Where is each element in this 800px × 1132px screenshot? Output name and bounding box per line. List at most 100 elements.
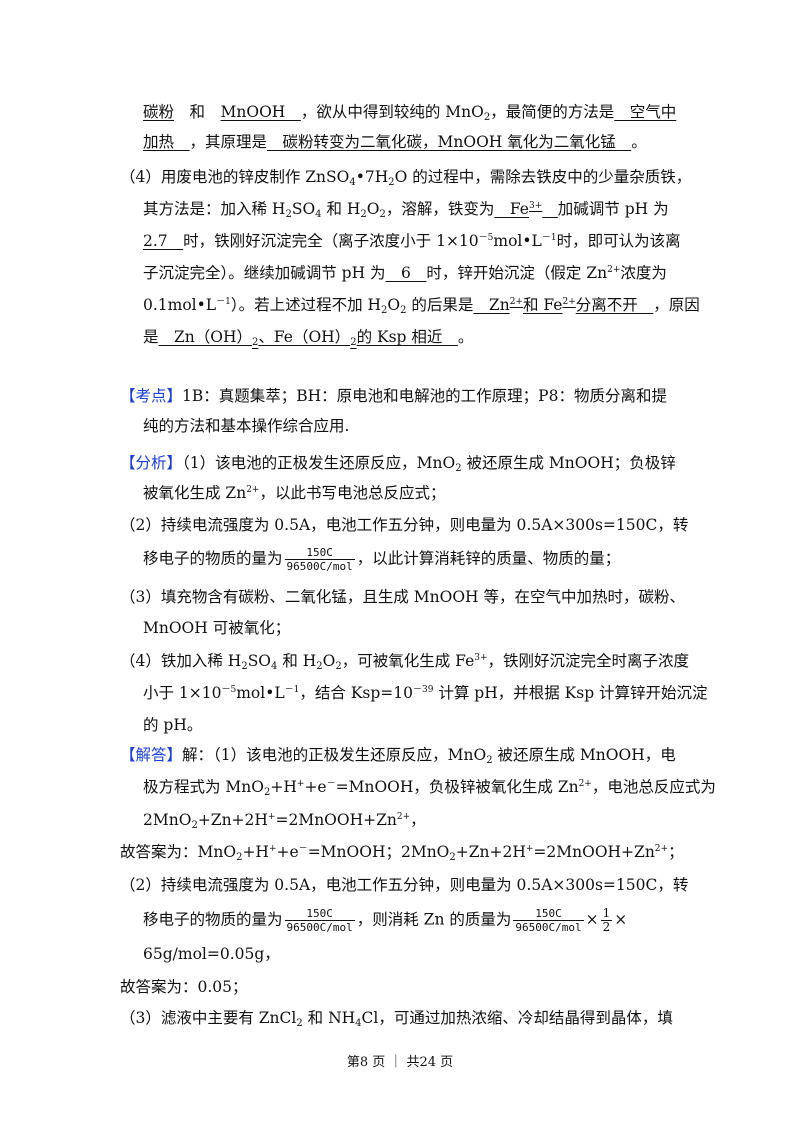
text-segment: Cl，可通过加热浓缩、冷却结晶得到晶体，填 bbox=[361, 1009, 673, 1027]
answer-blank: 2+ bbox=[509, 297, 523, 307]
text-line: MnOOH 可被氧化； bbox=[143, 617, 290, 639]
text-segment: 和 NH bbox=[302, 1009, 356, 1027]
text-segment: 计算 pH，并根据 Ksp 计算锌开始沉淀 bbox=[433, 684, 708, 702]
text-segment: 其方法是：加入稀 H bbox=[143, 200, 286, 218]
answer-blank: Zn bbox=[473, 296, 510, 314]
text-segment: （2）持续电流强度为 0.5A，电池工作五分钟，则电量为 0.5A×300s=1… bbox=[120, 516, 689, 534]
text-segment: （4）铁加入稀 H bbox=[120, 652, 242, 670]
text-segment: 解：（1）该电池的正极发生还原反应，MnO bbox=[182, 746, 487, 764]
text-segment: 2 bbox=[381, 305, 388, 316]
text-segment: 4 bbox=[355, 1018, 362, 1029]
text-line: 子沉淀完全）。继续加碱调节 pH 为 6 时，锌开始沉淀（假定 Zn2+浓度为 bbox=[143, 262, 667, 284]
fraction-denominator: 2 bbox=[602, 920, 611, 934]
text-line: （2）持续电流强度为 0.5A，电池工作五分钟，则电量为 0.5A×300s=1… bbox=[120, 514, 688, 536]
text-line: 是 Zn（OH）2、Fe（OH）2的 Ksp 相近 。 bbox=[143, 326, 473, 348]
text-segment: + bbox=[525, 844, 534, 854]
text-segment: －1 bbox=[216, 297, 231, 307]
answer-blank: 碳粉 bbox=[143, 103, 175, 121]
fraction-denominator: 96500C/mol bbox=[515, 921, 582, 934]
text-segment: 故答案为：MnO bbox=[120, 843, 237, 861]
fenxi-line: 【分析】（1）该电池的正极发生还原反应，MnO2 被还原生成 MnOOH；负极锌 bbox=[120, 452, 676, 474]
text-segment: 2+ bbox=[246, 485, 260, 495]
text-segment: 小于 1×10 bbox=[143, 684, 222, 702]
text-segment: =MnOOH，负极锌被氧化生成 Zn bbox=[335, 778, 579, 796]
answer-blank: 3+ bbox=[528, 201, 543, 211]
text-segment: O bbox=[387, 296, 401, 314]
text-line: 纯的方法和基本操作综合应用. bbox=[143, 415, 349, 437]
text-line: （3）滤液中主要有 ZnCl2 和 NH4Cl，可通过加热浓缩、冷却结晶得到晶体… bbox=[120, 1007, 673, 1029]
text-segment: 4 bbox=[271, 661, 278, 672]
text-segment: +Zn+2H bbox=[455, 843, 526, 861]
text-segment: ，原因 bbox=[653, 296, 700, 314]
text-segment: MnOOH 可被氧化； bbox=[143, 619, 291, 637]
text-segment: －5 bbox=[478, 233, 494, 243]
fraction-numerator: 150C bbox=[284, 907, 355, 921]
text-segment: 移电子的物质的量为 bbox=[143, 910, 283, 929]
text-segment: + bbox=[267, 812, 276, 822]
answer-blank: 的 Ksp 相近 bbox=[356, 328, 458, 346]
text-segment: 故答案为：0.05； bbox=[120, 978, 248, 996]
text-line: 0.1mol•L－1）。若上述过程不加 H2O2 的后果是 Zn2+和 Fe2+… bbox=[143, 294, 700, 316]
text-segment: 2 bbox=[486, 755, 493, 766]
section-tag: 【考点】 bbox=[120, 387, 183, 405]
text-segment: +e bbox=[304, 778, 327, 796]
text-segment: 2 bbox=[316, 661, 323, 672]
text-segment: 的 pH。 bbox=[143, 716, 203, 734]
text-segment: •7H bbox=[355, 168, 389, 186]
text-segment: + bbox=[268, 844, 277, 854]
text-segment: ，以此书写电池总反应式； bbox=[259, 484, 446, 502]
text-segment: 4 bbox=[315, 209, 322, 220]
text-segment: 和 H bbox=[321, 200, 361, 218]
text-line: 65g/mol=0.05g， bbox=[143, 943, 280, 965]
text-line: 故答案为：0.05； bbox=[120, 976, 248, 998]
text-segment: 2 bbox=[264, 787, 271, 798]
text-segment: ，最简便的方法是 bbox=[490, 103, 615, 121]
answer-blank: 碳粉转变为二氧化碳，MnOOH 氧化为二氧化锰 bbox=[267, 133, 632, 151]
text-segment: × bbox=[614, 910, 628, 929]
text-segment: 被还原生成 MnOOH；负极锌 bbox=[461, 454, 676, 472]
answer-blank: 和 Fe bbox=[522, 296, 563, 314]
page-footer: 第8 页 ｜ 共24 页 bbox=[346, 1055, 454, 1070]
fraction-numerator: 1 bbox=[600, 906, 613, 921]
answer-blank: 2.7 bbox=[143, 232, 184, 250]
text-segment: －5 bbox=[221, 685, 237, 695]
text-segment: 是 bbox=[143, 328, 159, 346]
answer-blank: 2+ bbox=[562, 297, 576, 307]
text-segment: ； bbox=[668, 843, 684, 861]
text-segment: 极方程式为 MnO bbox=[143, 778, 264, 796]
text-segment: +H bbox=[242, 843, 269, 861]
answer-blank: 2 bbox=[252, 337, 259, 348]
section-tag: 【解答】 bbox=[120, 746, 183, 764]
text-segment: 的后果是 bbox=[406, 296, 474, 314]
text-segment: 子沉淀完全）。继续加碱调节 pH 为 bbox=[143, 264, 386, 282]
text-segment: 1B：真题集萃；BH：原电池和电解池的工作原理；P8：物质分离和提 bbox=[182, 387, 667, 405]
text-segment: － bbox=[326, 779, 336, 789]
text-line: 2MnO2+Zn+2H+=2MnOOH+Zn2+， bbox=[143, 809, 426, 831]
text-segment: 2 bbox=[360, 209, 367, 220]
text-segment: ，其原理是 bbox=[189, 133, 268, 151]
text-segment: 2+ bbox=[578, 779, 592, 789]
text-segment: 和 H bbox=[277, 652, 317, 670]
fraction-denominator: 96500C/mol bbox=[286, 921, 353, 934]
text-segment: ，铁刚好沉淀完全时离子浓度 bbox=[487, 652, 690, 670]
text-segment: 2 bbox=[335, 661, 342, 672]
text-segment: 加碱调节 pH 为 bbox=[557, 200, 669, 218]
text-segment: =2MnOOH+Zn bbox=[533, 843, 655, 861]
text-segment: +H bbox=[270, 778, 297, 796]
text-segment: 2 bbox=[241, 661, 248, 672]
jieda-line: 【解答】解：（1）该电池的正极发生还原反应，MnO2 被还原生成 MnOOH，电 bbox=[120, 744, 676, 766]
text-segment: +e bbox=[276, 843, 299, 861]
text-segment: 2 bbox=[236, 852, 243, 863]
answer-blank: 加热 bbox=[143, 133, 190, 151]
text-segment: 浓度为 bbox=[620, 264, 667, 282]
text-segment: 时，铁刚好沉淀完全（离子浓度小于 1×10 bbox=[183, 232, 479, 250]
text-segment: O bbox=[366, 200, 380, 218]
text-segment: 2 bbox=[191, 820, 198, 831]
text-segment: 时，锌开始沉淀（假定 Zn bbox=[426, 264, 608, 282]
text-segment: mol•L bbox=[236, 684, 285, 702]
text-segment: （4）用废电池的锌皮制作 ZnSO bbox=[120, 168, 350, 186]
fraction-numerator: 150C bbox=[513, 907, 584, 921]
text-segment: （1）该电池的正极发生还原反应，MnO bbox=[182, 454, 456, 472]
